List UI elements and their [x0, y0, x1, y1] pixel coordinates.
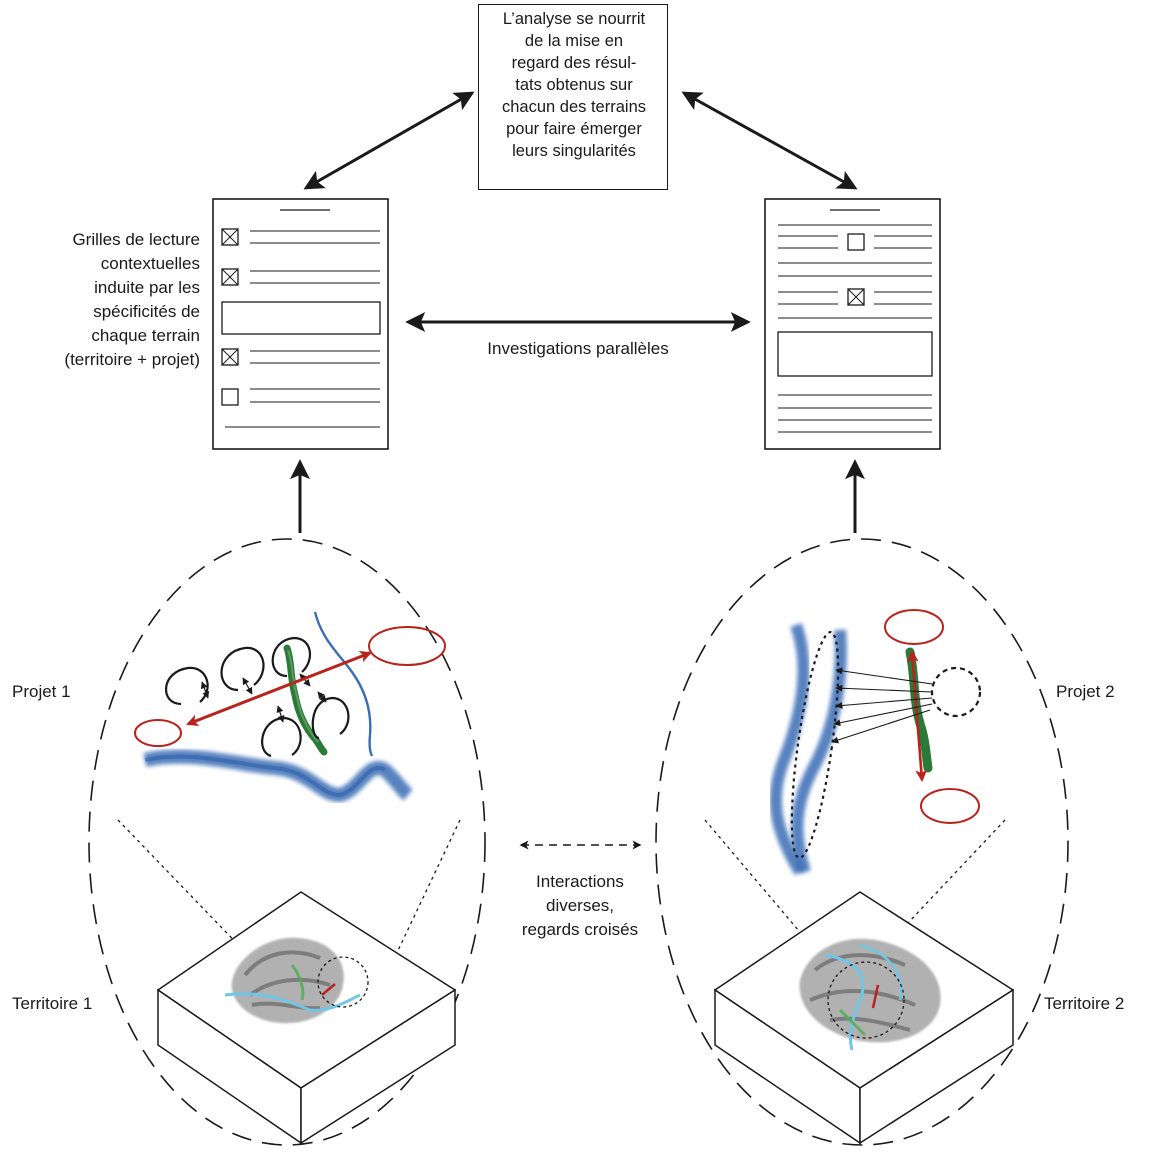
- grids-label: Grilles de lecture contextuelles induite…: [4, 228, 200, 372]
- unchecked-box-icon: [847, 233, 865, 251]
- analysis-line: leurs singularités: [512, 142, 636, 160]
- red-pole-bottom: [920, 788, 980, 824]
- grids-label-line: contextuelles: [100, 254, 200, 273]
- terrain-model-1: [224, 937, 369, 1024]
- interactions-line: diverses,: [545, 896, 615, 915]
- checked-box-icon: [221, 268, 239, 286]
- checked-box-icon: [221, 348, 239, 366]
- checked-box-icon: [221, 228, 239, 246]
- unchecked-box-icon: [221, 388, 239, 406]
- checked-box-icon: [847, 288, 865, 306]
- text-field-box: [221, 301, 381, 335]
- projet2-sketch: [769, 609, 982, 876]
- red-pole-small: [134, 719, 182, 747]
- dashed-ellipse-right: [655, 538, 1069, 1146]
- red-axis-arrow: [906, 650, 928, 782]
- text-field-box: [777, 331, 933, 377]
- analysis-line: tats obtenus sur: [515, 76, 633, 94]
- interactions-label: Interactions diverses, regards croisés: [500, 870, 660, 942]
- interactions-line: regards croisés: [521, 920, 639, 939]
- grids-label-line: (territoire + projet): [64, 350, 200, 369]
- river-shape: [769, 622, 810, 876]
- dotted-circle: [930, 666, 982, 718]
- analysis-line: chacun des terrains: [502, 98, 646, 116]
- document-grid-left: [212, 198, 389, 450]
- grids-label-line: Grilles de lecture: [72, 230, 200, 249]
- interactions-line: Interactions: [536, 872, 624, 891]
- analysis-text: L’analyse se nourrit de la mise en regar…: [484, 8, 664, 162]
- grids-label-line: induite par les: [94, 278, 200, 297]
- projet1-sketch: [134, 611, 446, 803]
- grids-label-line: chaque terrain: [91, 326, 200, 345]
- connector-arrows: [290, 91, 865, 850]
- projet1-label: Projet 1: [12, 682, 71, 701]
- analysis-line: pour faire émerger: [506, 120, 642, 138]
- analysis-line: de la mise en: [524, 32, 624, 50]
- grids-label-line: spécificités de: [93, 302, 200, 321]
- green-corridor: [283, 644, 328, 756]
- analysis-line: L’analyse se nourrit: [502, 10, 646, 28]
- arrow-analysis-to-grid-left: [303, 91, 475, 190]
- terrain-model-2: [799, 938, 941, 1051]
- analysis-box: [478, 4, 668, 190]
- red-pole-top: [884, 609, 944, 645]
- red-pole-large: [368, 626, 446, 666]
- parallel-investigations-label: Investigations parallèles: [487, 339, 669, 358]
- dotted-zone: [790, 630, 840, 860]
- territoire1-label: Territoire 1: [12, 994, 93, 1013]
- document-grid-right: [764, 198, 941, 450]
- arrow-analysis-to-grid-right: [681, 91, 858, 190]
- dashed-ellipse-left: [88, 538, 486, 1146]
- river-shape: [143, 749, 413, 803]
- territoire2-label: Territoire 2: [1044, 994, 1125, 1013]
- red-axis-arrow: [186, 651, 372, 726]
- projet2-label: Projet 2: [1056, 682, 1115, 701]
- analysis-line: regard des résul-: [511, 54, 637, 72]
